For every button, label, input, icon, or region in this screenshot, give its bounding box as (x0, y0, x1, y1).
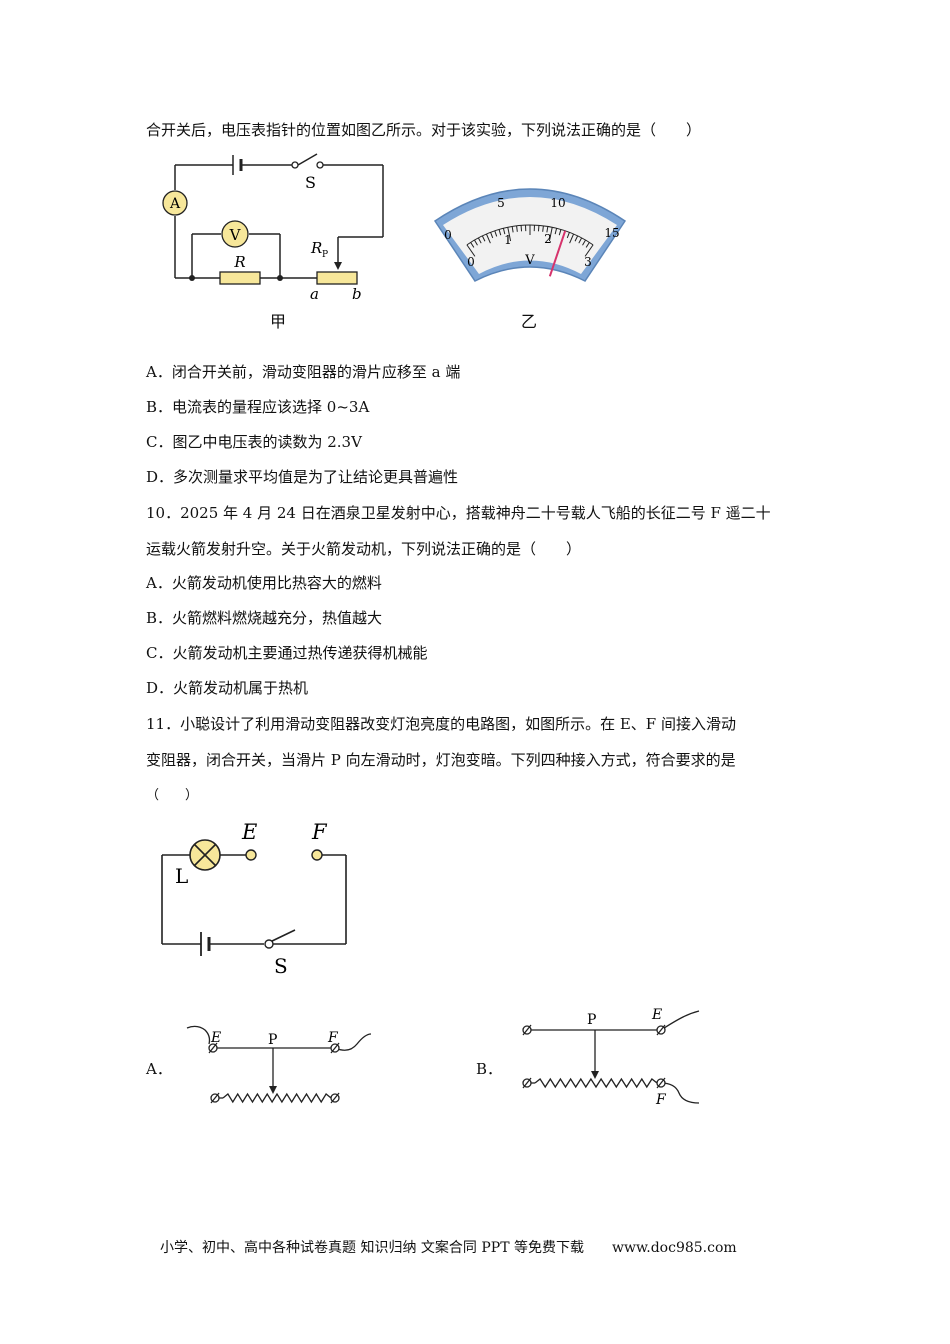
rheostat-subscript: P (322, 250, 328, 260)
meter-pointer (548, 230, 567, 277)
q9-option-d: D．多次测量求平均值是为了让结论更具普遍性 (146, 468, 459, 486)
switch-s-label: S (274, 954, 288, 978)
opt-a-f-label: F (327, 1030, 339, 1046)
dial-tick (502, 228, 506, 235)
q9-option-c: C．图乙中电压表的读数为 2.3V (146, 433, 362, 451)
dial-tick (558, 229, 562, 236)
f-label: F (311, 820, 328, 844)
dial-tick (584, 244, 594, 257)
q11-stem-line1: 11．小聪设计了利用滑动变阻器改变灯泡亮度的电路图，如图所示。在 E、F 间接入… (146, 715, 736, 733)
dial-tick (574, 235, 579, 242)
lower-scale-2: 2 (544, 232, 552, 246)
q10-stem-line2: 运载火箭发射升空。关于火箭发动机，下列说法正确的是（ ） (146, 540, 582, 558)
dial-tick (585, 242, 590, 248)
opt-b-p-label: P (587, 1012, 596, 1028)
dial-tick (582, 239, 586, 246)
upper-scale-0: 0 (444, 228, 452, 242)
q10-option-c: C．火箭发动机主要通过热传递获得机械能 (146, 644, 428, 662)
upper-scale-15: 15 (604, 226, 619, 240)
q9-option-a: A．闭合开关前，滑动变阻器的滑片应移至 a 端 (146, 363, 461, 381)
page-footer: 小学、初中、高中各种试卷真题 知识归纳 文案合同 PPT 等免费下载 www.d… (160, 1240, 737, 1256)
ammeter-icon (162, 190, 188, 216)
dial-tick (546, 226, 549, 233)
dial-tick (554, 228, 558, 235)
end-a-label: a (310, 285, 319, 300)
dial-tick (516, 225, 518, 232)
voltmeter-label: V (229, 226, 242, 244)
dial-tick (578, 237, 583, 244)
q11-option-a-label: A． (146, 1060, 172, 1078)
q9-option-b: B．电流表的量程应该选择 0~3A (146, 398, 370, 416)
dial-tick (481, 235, 486, 242)
dial-tick (507, 227, 512, 242)
terminal-f-icon (311, 849, 323, 861)
dial-tick (477, 237, 482, 244)
caption-jia: 甲 (270, 312, 287, 331)
q11-option-b-diagram: P E F (522, 1007, 700, 1108)
rheostat-icon (316, 271, 358, 285)
voltmeter-icon (221, 220, 249, 248)
end-b-label: b (352, 285, 362, 300)
lower-scale-3: 3 (584, 255, 592, 269)
opt-a-e-label: E (210, 1030, 221, 1046)
dial-arc (466, 224, 594, 246)
dial-tick (466, 244, 476, 257)
q9-stem: 合开关后，电压表指针的位置如图乙所示。对于该实验，下列说法正确的是（ ） (146, 121, 702, 139)
dial-tick (548, 227, 553, 242)
q11-stem-line2: 变阻器，闭合开关，当滑片 P 向左滑动时，灯泡变暗。下列四种接入方式，符合要求的… (146, 751, 736, 769)
q9-circuit-diagram: A V R R P a b S (162, 153, 384, 300)
terminal-e-icon (245, 849, 257, 861)
upper-scale-5: 5 (497, 196, 505, 210)
ammeter-label: A (169, 196, 181, 212)
resistor-label: R (233, 253, 245, 271)
rheostat-label: R (310, 239, 322, 257)
lower-scale-1: 1 (504, 233, 512, 247)
dial-tick (494, 230, 498, 237)
q11-stem-line3: （ ） (146, 788, 199, 803)
lower-scale-0: 0 (467, 255, 475, 269)
dial-tick (490, 232, 494, 239)
q11-option-a-diagram: E F P (186, 1025, 372, 1104)
q10-option-a: A．火箭发动机使用比热容大的燃料 (146, 574, 382, 592)
dial-tick (566, 232, 570, 239)
caption-yi: 乙 (521, 312, 538, 331)
upper-scale-10: 10 (550, 196, 565, 210)
q10-stem-line1: 10．2025 年 4 月 24 日在酒泉卫星发射中心，搭载神舟二十号载人飞船的… (146, 504, 771, 522)
lamp-label: L (175, 864, 188, 888)
q9-voltmeter-dial: 0 5 10 15 0 1 2 3 V (433, 188, 627, 282)
unit-label: V (524, 253, 535, 268)
q10-option-b: B．火箭燃料燃烧越充分，热值越大 (146, 609, 383, 627)
q11-circuit-diagram: L E F S (161, 820, 347, 978)
dial-tick (511, 226, 514, 233)
dial-tick (498, 229, 502, 236)
q10-option-d: D．火箭发动机属于热机 (146, 679, 309, 697)
dial-tick (542, 225, 544, 232)
dial-tick (474, 239, 478, 246)
e-label: E (241, 820, 257, 844)
q11-option-b-label: B． (476, 1060, 503, 1078)
dial-tick (470, 242, 475, 248)
opt-b-f-label: F (655, 1092, 667, 1108)
opt-b-e-label: E (651, 1007, 662, 1023)
opt-a-p-label: P (268, 1032, 277, 1048)
dial-tick (485, 233, 491, 244)
dial-tick (569, 233, 575, 244)
resistor-icon (219, 271, 261, 285)
switch-label: S (305, 173, 316, 192)
